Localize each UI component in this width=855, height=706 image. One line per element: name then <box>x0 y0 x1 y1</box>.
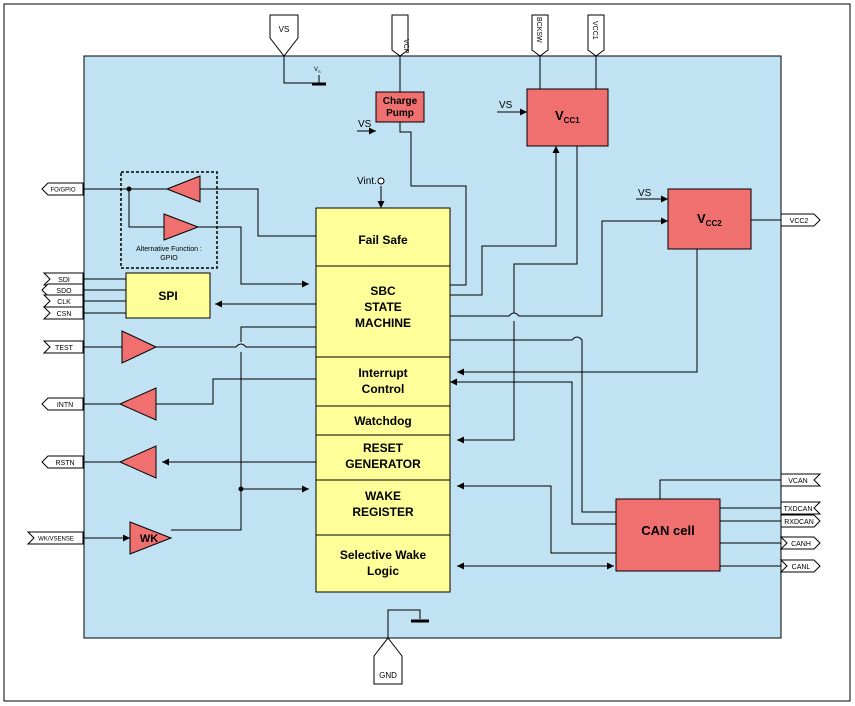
vs-pin <box>269 14 299 57</box>
rxdcan-pin-label: RXDCAN <box>784 519 814 526</box>
vcc2-pin <box>780 213 821 227</box>
gnd-pin <box>373 637 403 685</box>
csn-pin <box>42 306 84 320</box>
charge-pump-vs-label: VS <box>358 119 372 130</box>
reset-label-1: RESET <box>363 441 404 455</box>
charge-pump-label-2: Pump <box>386 108 414 119</box>
vint-node-icon <box>377 177 385 185</box>
vcp-pin-label: VCP <box>402 39 409 54</box>
vcc2-label-sub: CC2 <box>706 219 723 228</box>
test-pin-label: TEST <box>55 345 74 352</box>
canl-pin <box>779 559 821 573</box>
watchdog-label: Watchdog <box>354 414 412 428</box>
spi-label: SPI <box>158 289 177 303</box>
vcc2-pin-label: VCC2 <box>790 218 809 225</box>
intn-pin-label: INTN <box>57 402 73 409</box>
bcksw-pin <box>531 14 549 57</box>
fo-gpio-pin <box>41 182 84 196</box>
selective-wake-label-2: Logic <box>367 564 399 578</box>
clk-pin-label: CLK <box>57 299 71 306</box>
test-pin <box>42 340 84 354</box>
bcksw-pin-label: BCKSW <box>535 17 542 43</box>
reset-label-2: GENERATOR <box>345 457 421 471</box>
wake-label-1: WAKE <box>365 489 401 503</box>
intn-buffer-icon <box>118 387 157 421</box>
rstn-buffer-icon <box>118 445 157 479</box>
vcc2-label: VCC2 <box>697 211 722 228</box>
txdcan-pin-label: TXDCAN <box>784 506 813 513</box>
interrupt-label-2: Control <box>362 382 405 396</box>
intn-pin <box>41 397 84 411</box>
rstn-pin <box>41 455 84 469</box>
sbc-label-2: STATE <box>364 300 402 314</box>
vcc2-label-main: V <box>697 211 706 226</box>
canl-pin-label: CANL <box>792 564 811 571</box>
vcc2-regulator-block <box>667 188 752 250</box>
vcc1-pin-label: VCC1 <box>591 21 598 40</box>
csn-pin-label: CSN <box>57 311 72 318</box>
charge-pump-label-1: Charge <box>383 96 418 107</box>
spi-block <box>125 272 211 319</box>
rstn-pin-label: RSTN <box>55 460 74 467</box>
vcc2-vs-label: VS <box>638 188 652 199</box>
charge-pump-block <box>375 91 425 123</box>
can-cell-block <box>615 498 721 572</box>
vint-label: Vint. <box>357 176 377 187</box>
vs-ground-label-sub: S <box>318 69 321 74</box>
alt-function-label-2: GPIO <box>160 255 178 262</box>
vcc1-pin <box>587 14 605 57</box>
canh-pin-label: CANH <box>791 541 811 548</box>
test-buffer-icon <box>121 330 158 364</box>
wk-vsense-pin-label: WK/VSENSE <box>38 537 74 543</box>
gpio-alternative-box <box>120 171 218 269</box>
alt-function-label-1: Alternative Function : <box>136 246 202 253</box>
wk-label: WK <box>140 533 158 545</box>
sbc-label-3: MACHINE <box>355 316 411 330</box>
sbc-label-1: SBC <box>370 284 396 298</box>
gpio-output-buffer-icon <box>165 175 201 203</box>
sbc-logic-column <box>315 207 451 593</box>
vcc1-vs-label: VS <box>499 100 513 111</box>
outer-frame <box>3 3 851 702</box>
sdo-pin-label: SDO <box>56 288 72 295</box>
canh-pin <box>779 536 821 550</box>
gpio-input-buffer-icon <box>163 213 200 241</box>
fail-safe-label: Fail Safe <box>358 233 408 247</box>
vs-ground-label: VS <box>314 67 321 74</box>
vs-ground-label-main: V <box>314 67 318 73</box>
sdi-pin-label: SDI <box>58 277 70 284</box>
selective-wake-label-1: Selective Wake <box>340 548 427 562</box>
vcc1-regulator-block <box>526 88 609 147</box>
wk-buffer-icon <box>129 521 173 555</box>
wk-vsense-pin <box>26 531 84 545</box>
vcan-pin <box>780 473 822 487</box>
fo-gpio-pin-label: FO/GPIO <box>50 188 75 194</box>
vcc1-label-main: V <box>555 108 564 123</box>
rxdcan-pin <box>780 514 821 528</box>
vcc1-label-sub: CC1 <box>564 116 581 125</box>
vs-pin-label: VS <box>279 25 290 34</box>
vcp-pin <box>391 14 409 57</box>
vcan-pin-label: VCAN <box>788 478 807 485</box>
vcc1-label: VCC1 <box>555 108 580 125</box>
gnd-pin-label: GND <box>379 671 397 680</box>
interrupt-label-1: Interrupt <box>358 366 407 380</box>
can-cell-label: CAN cell <box>641 523 694 538</box>
wake-label-2: REGISTER <box>352 505 414 519</box>
txdcan-pin <box>780 501 822 515</box>
